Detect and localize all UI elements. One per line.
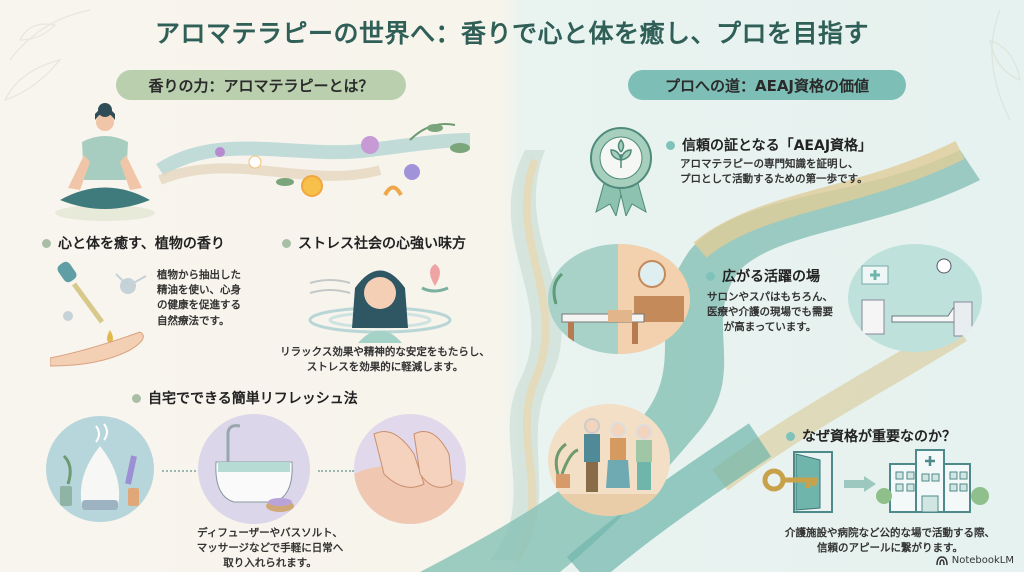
massage-illustration: [354, 414, 466, 524]
heading-why-certification: なぜ資格が重要なのか？: [786, 426, 956, 446]
text-home-refresh: ディフューザーやバスソルト、 マッサージなどで手軽に日常へ 取り入れられます。: [196, 527, 344, 570]
bullet-icon: [282, 238, 291, 248]
page-title: アロマテラピーの世界へ：香りで心と体を癒し、プロを目指す: [154, 19, 869, 48]
dotted-connector: [318, 470, 354, 472]
section-pill-aeaj: プロへの道：AEAJ資格の価値: [628, 70, 906, 100]
elderly-care-illustration: [548, 404, 670, 516]
heading-aeaj-trust: 信頼の証となる「AEAJ資格」: [666, 135, 872, 155]
dotted-connector: [162, 470, 200, 472]
bullet-icon: [42, 238, 51, 248]
heading-stress-support: ストレス社会の心強い味方: [282, 233, 466, 253]
text-stress-support: リラックス効果や精神的な安定をもたらし、 ストレスを効果的に軽減します。: [280, 346, 490, 374]
heading-home-refresh: 自宅でできる簡単リフレッシュ法: [132, 388, 358, 408]
heading-career-fields: 広がる活躍の場: [706, 266, 820, 286]
certification-badge-icon: [590, 127, 652, 216]
text-career-fields: サロンやスパはもちろん、 医療や介護の現場でも需要 が高まっています。: [707, 291, 833, 334]
bullet-icon: [706, 271, 715, 281]
text-why-certification: 介護施設や病院など公的な場で活動する際、 信頼のアピールに繋がります。: [785, 527, 995, 555]
dropper-hand-illustration: [50, 261, 147, 367]
diffuser-illustration: [46, 416, 154, 522]
bath-illustration: [198, 414, 310, 524]
bullet-icon: [666, 140, 675, 150]
text-plant-scent: 植物から抽出した 精油を使い、心身 の健康を促進する 自然療法です。: [157, 269, 241, 327]
bullet-icon: [786, 431, 795, 441]
notebooklm-branding: NotebookLM: [936, 555, 1014, 566]
spa-salon-illustration: [548, 244, 690, 354]
heading-plant-scent: 心と体を癒す、植物の香り: [42, 233, 225, 253]
notebooklm-logo-icon: [936, 555, 948, 565]
key-door-hospital-illustration: [762, 449, 989, 513]
text-aeaj-trust: アロマテラピーの専門知識を証明し、 プロとして活動するための第一歩です。: [680, 158, 868, 186]
section-pill-aromatherapy: 香りの力：アロマテラピーとは？: [116, 70, 406, 100]
medical-room-illustration: [848, 244, 982, 352]
relaxed-woman-illustration: [308, 264, 452, 343]
meditation-illustration: [55, 103, 471, 221]
bullet-icon: [132, 393, 141, 403]
